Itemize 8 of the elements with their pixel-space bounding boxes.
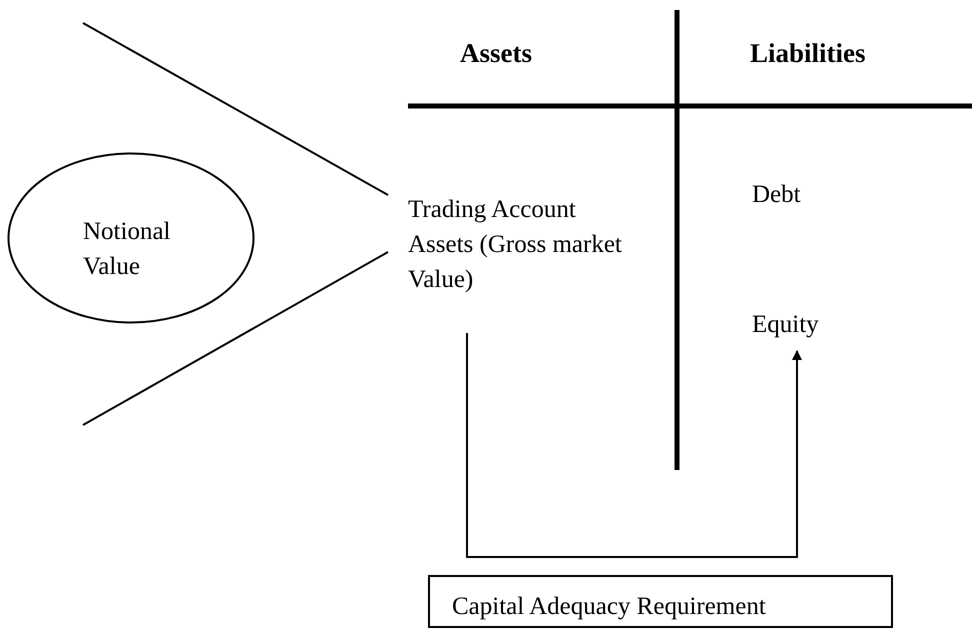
column-heading: Liabilities <box>750 37 866 70</box>
liability-text: Debt <box>752 180 801 210</box>
arrow <box>466 333 802 558</box>
asset-text: Trading Account Assets (Gross market Value) <box>408 192 623 333</box>
column-heading: Assets <box>460 37 532 70</box>
equity-text: Equity <box>752 307 832 349</box>
requirement-box: Capital Adequacy Requirement <box>428 575 893 628</box>
ellipse-node: Notional Value <box>7 152 255 324</box>
